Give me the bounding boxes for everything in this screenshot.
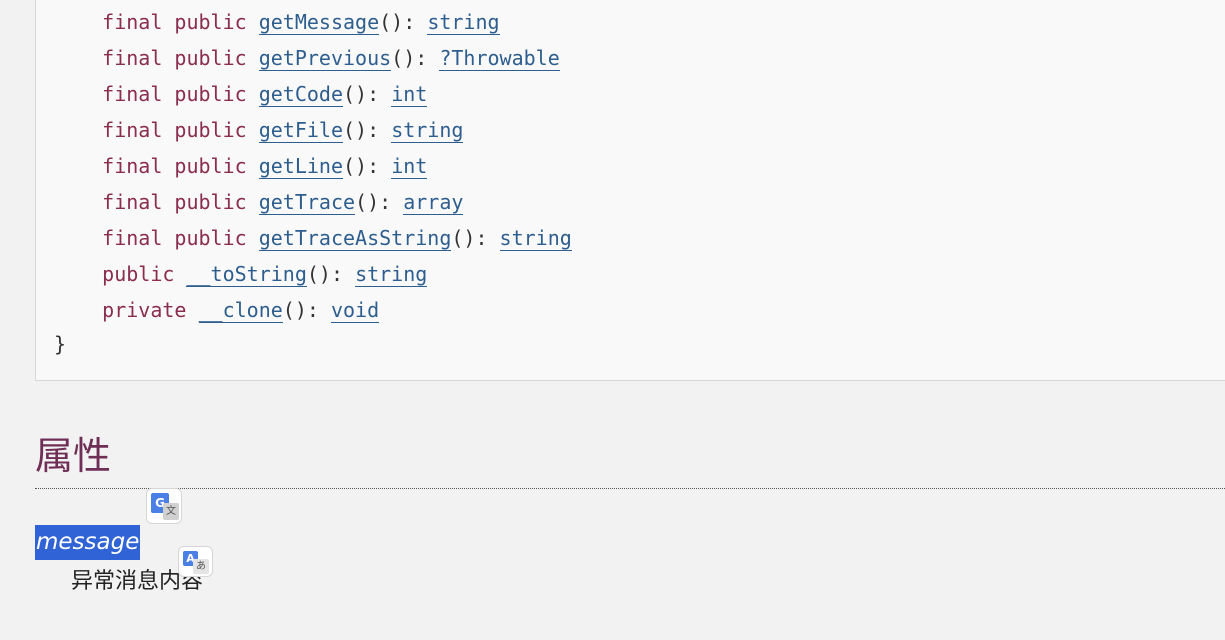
code-line: final public getCode(): int	[54, 76, 428, 112]
type-link[interactable]: string	[427, 10, 500, 35]
code-closing-brace: }	[54, 332, 67, 356]
property-name[interactable]: message	[35, 525, 141, 560]
method-link[interactable]: getLine	[258, 154, 344, 179]
code-punctuation: ():	[355, 190, 404, 214]
code-keyword: private	[102, 298, 199, 322]
method-link[interactable]: getMessage	[258, 10, 380, 35]
code-punctuation: ():	[379, 10, 428, 34]
method-link[interactable]: __clone	[198, 298, 283, 323]
method-link[interactable]: getTrace	[258, 190, 356, 215]
code-keyword: final public	[102, 82, 259, 106]
code-punctuation: ():	[282, 298, 331, 322]
code-keyword: public	[102, 262, 187, 286]
code-line: final public getMessage(): string	[54, 4, 500, 40]
code-keyword: final public	[102, 46, 259, 70]
code-punctuation: ():	[451, 226, 500, 250]
code-keyword: final public	[102, 118, 259, 142]
code-keyword: final public	[102, 226, 259, 250]
a-sub-letter: あ	[193, 559, 209, 574]
code-punctuation: ():	[343, 154, 392, 178]
code-line: final public getTrace(): array	[54, 184, 464, 220]
code-keyword: final public	[102, 10, 259, 34]
g-sub-letter: 文	[163, 503, 179, 520]
code-keyword: final public	[102, 190, 259, 214]
code-punctuation: ():	[343, 82, 392, 106]
type-link[interactable]: array	[403, 190, 464, 215]
code-keyword: final public	[102, 154, 259, 178]
code-block	[35, 0, 1225, 381]
type-link[interactable]: int	[391, 82, 428, 107]
code-line: private __clone(): void	[54, 292, 380, 328]
translate-icon[interactable]: A あ	[178, 546, 213, 577]
method-link[interactable]: getTraceAsString	[258, 226, 452, 251]
code-line: final public getFile(): string	[54, 112, 464, 148]
google-translate-icon[interactable]: G 文	[146, 488, 182, 524]
type-link[interactable]: string	[391, 118, 464, 143]
method-link[interactable]: __toString	[186, 262, 307, 287]
code-line: final public getLine(): int	[54, 148, 428, 184]
section-title: 属性	[35, 434, 112, 478]
section-divider	[35, 488, 1225, 489]
code-line: final public getPrevious(): ?Throwable	[54, 40, 560, 76]
code-line: public __toString(): string	[54, 256, 428, 292]
type-link[interactable]: void	[330, 298, 380, 323]
code-line: final public getTraceAsString(): string	[54, 220, 572, 256]
type-link[interactable]: ?Throwable	[439, 46, 560, 71]
type-link[interactable]: int	[391, 154, 428, 179]
code-punctuation: ():	[306, 262, 356, 286]
method-link[interactable]: getPrevious	[258, 46, 392, 71]
method-link[interactable]: getCode	[258, 82, 344, 107]
code-punctuation: ():	[391, 46, 440, 70]
type-link[interactable]: string	[355, 262, 428, 287]
code-punctuation: ():	[343, 118, 392, 142]
type-link[interactable]: string	[499, 226, 572, 251]
method-link[interactable]: getFile	[258, 118, 344, 143]
